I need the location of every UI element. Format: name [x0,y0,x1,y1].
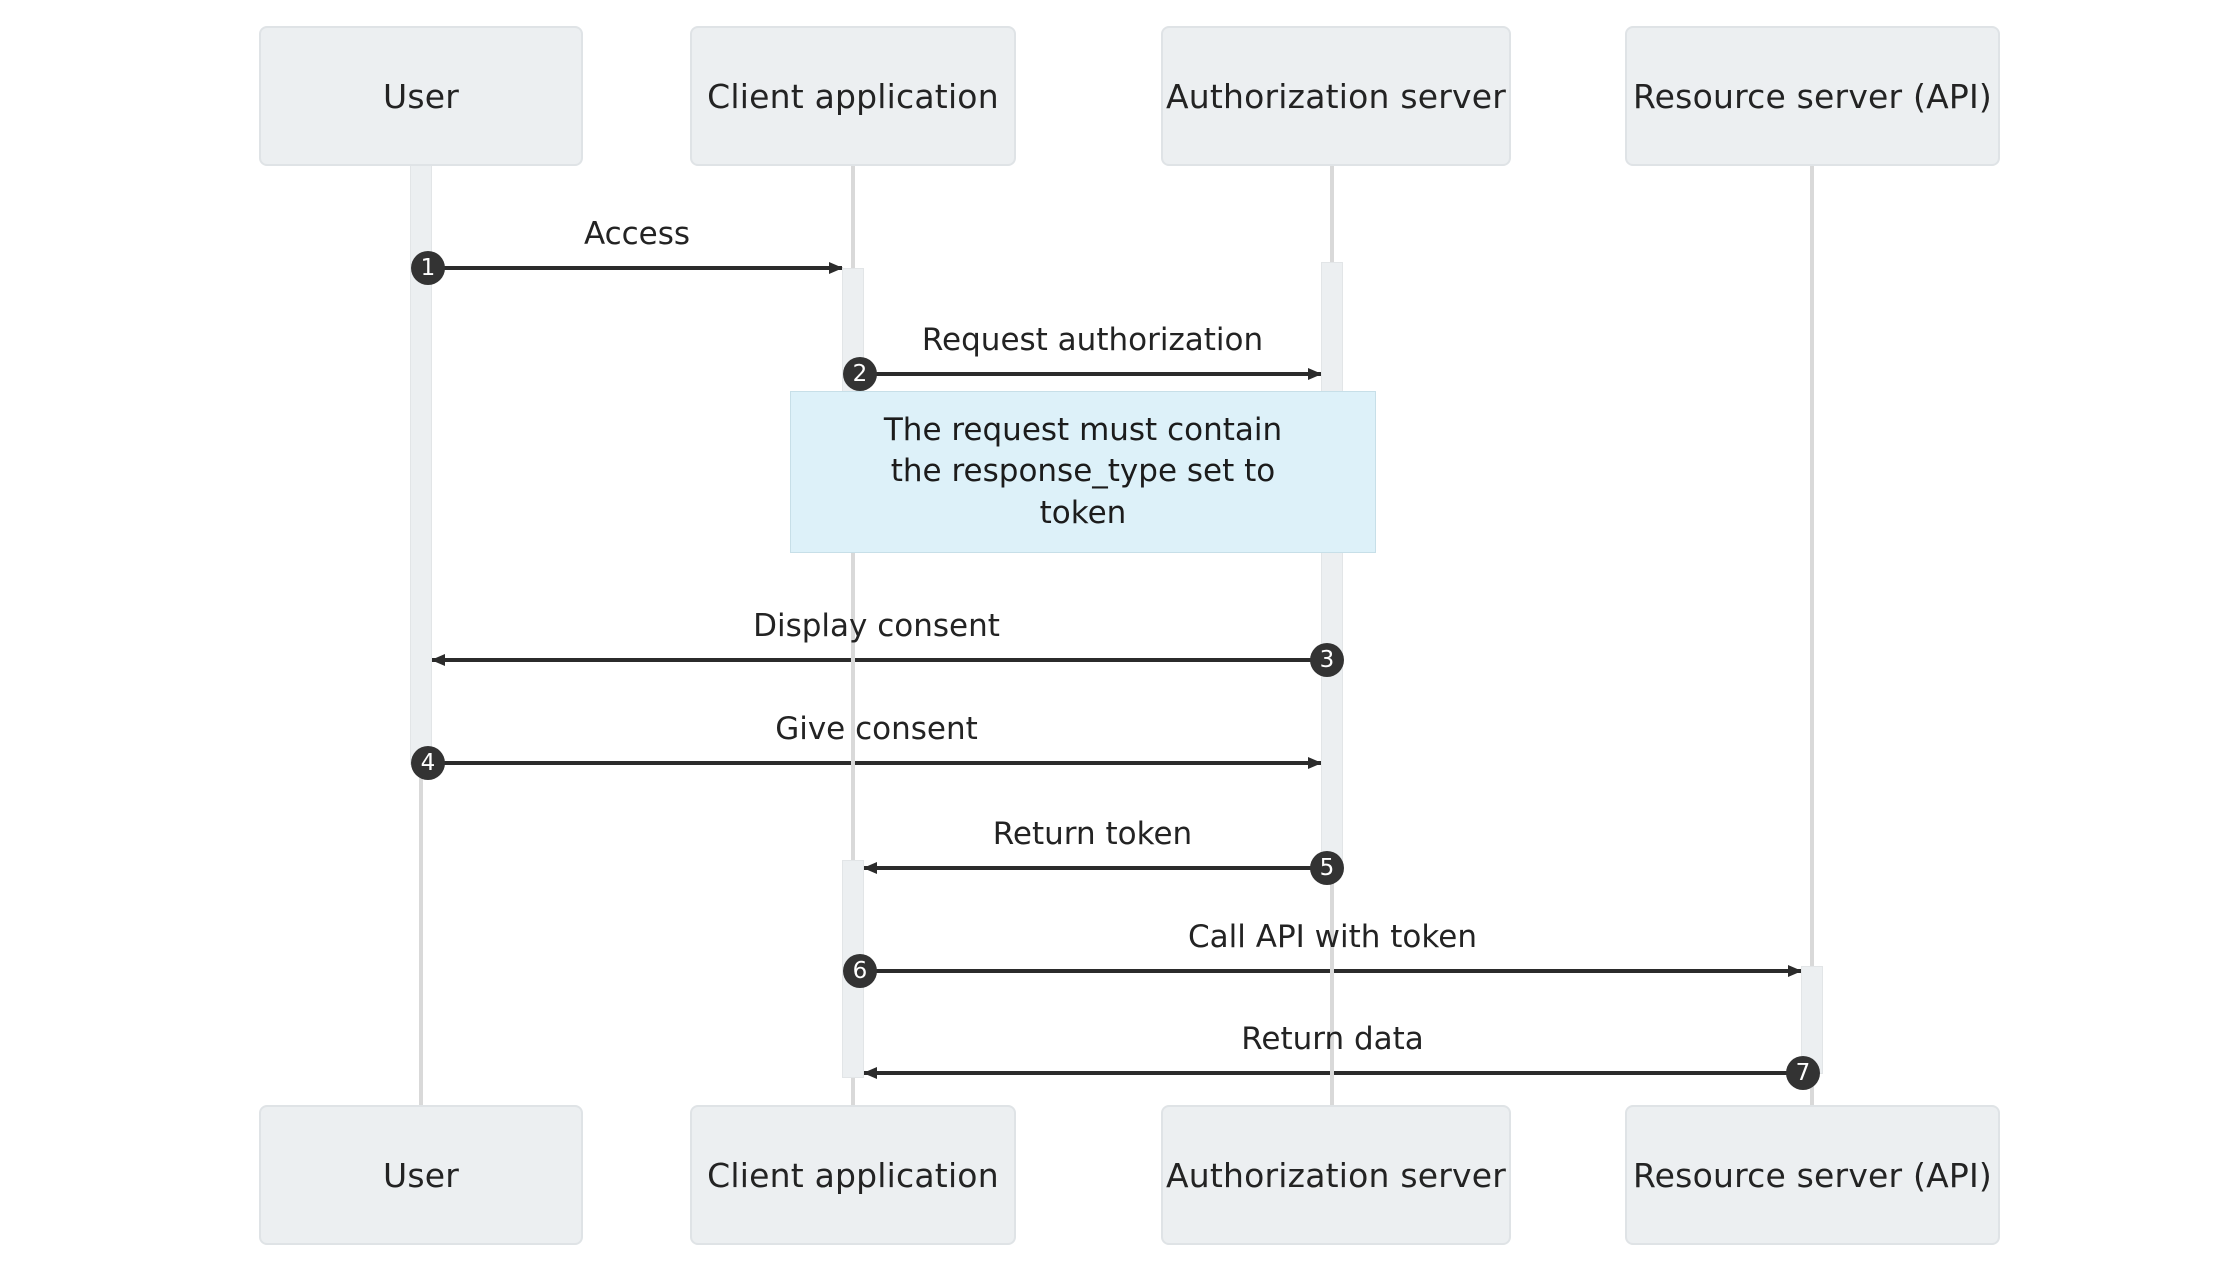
participant-label: Authorization server [1166,1155,1506,1195]
message-label-4: Give consent [775,711,978,747]
participant-bottom-client[interactable]: Client application [690,1105,1016,1245]
participant-bottom-authz[interactable]: Authorization server [1161,1105,1511,1245]
activation-bar-authz [1321,262,1343,872]
participant-label: Client application [707,1155,999,1195]
lifeline-client [851,166,855,1105]
participant-label: User [382,1155,460,1195]
participant-label: User [382,76,460,116]
participant-bottom-user[interactable]: User [259,1105,583,1245]
sequence-badge-3[interactable]: 3 [1310,643,1344,677]
note-text-line: the response_type set to [890,453,1276,490]
participant-label: Authorization server [1166,76,1506,116]
sequence-badge-7[interactable]: 7 [1786,1056,1820,1090]
participant-bottom-resource[interactable]: Resource server (API) [1625,1105,2000,1245]
sequence-badge-6[interactable]: 6 [843,954,877,988]
participant-label: Resource server (API) [1633,1155,1992,1195]
participant-top-resource[interactable]: Resource server (API) [1625,26,2000,166]
note-text-line: The request must contain [883,412,1283,449]
message-label-1: Access [583,216,691,252]
participant-label: Client application [707,76,999,116]
note-text: The request must contain the response_typ… [884,410,1282,534]
lifeline-resource [1810,166,1814,1105]
note-note-response-type: The request must contain the response_typ… [790,391,1376,553]
sequence-badge-2[interactable]: 2 [843,357,877,391]
sequence-badge-1[interactable]: 1 [411,251,445,285]
sequence-badge-5[interactable]: 5 [1310,851,1344,885]
note-text-line: token [1039,494,1127,531]
message-label-6: Call API with token [1188,919,1477,955]
sequence-badge-4[interactable]: 4 [411,746,445,780]
message-label-3: Display consent [753,608,1000,644]
message-label-5: Return token [992,816,1193,852]
participant-top-client[interactable]: Client application [690,26,1016,166]
message-label-2: Request authorization [921,322,1264,358]
participant-label: Resource server (API) [1633,76,1992,116]
participant-top-user[interactable]: User [259,26,583,166]
message-label-7: Return data [1241,1021,1424,1057]
participant-top-authz[interactable]: Authorization server [1161,26,1511,166]
